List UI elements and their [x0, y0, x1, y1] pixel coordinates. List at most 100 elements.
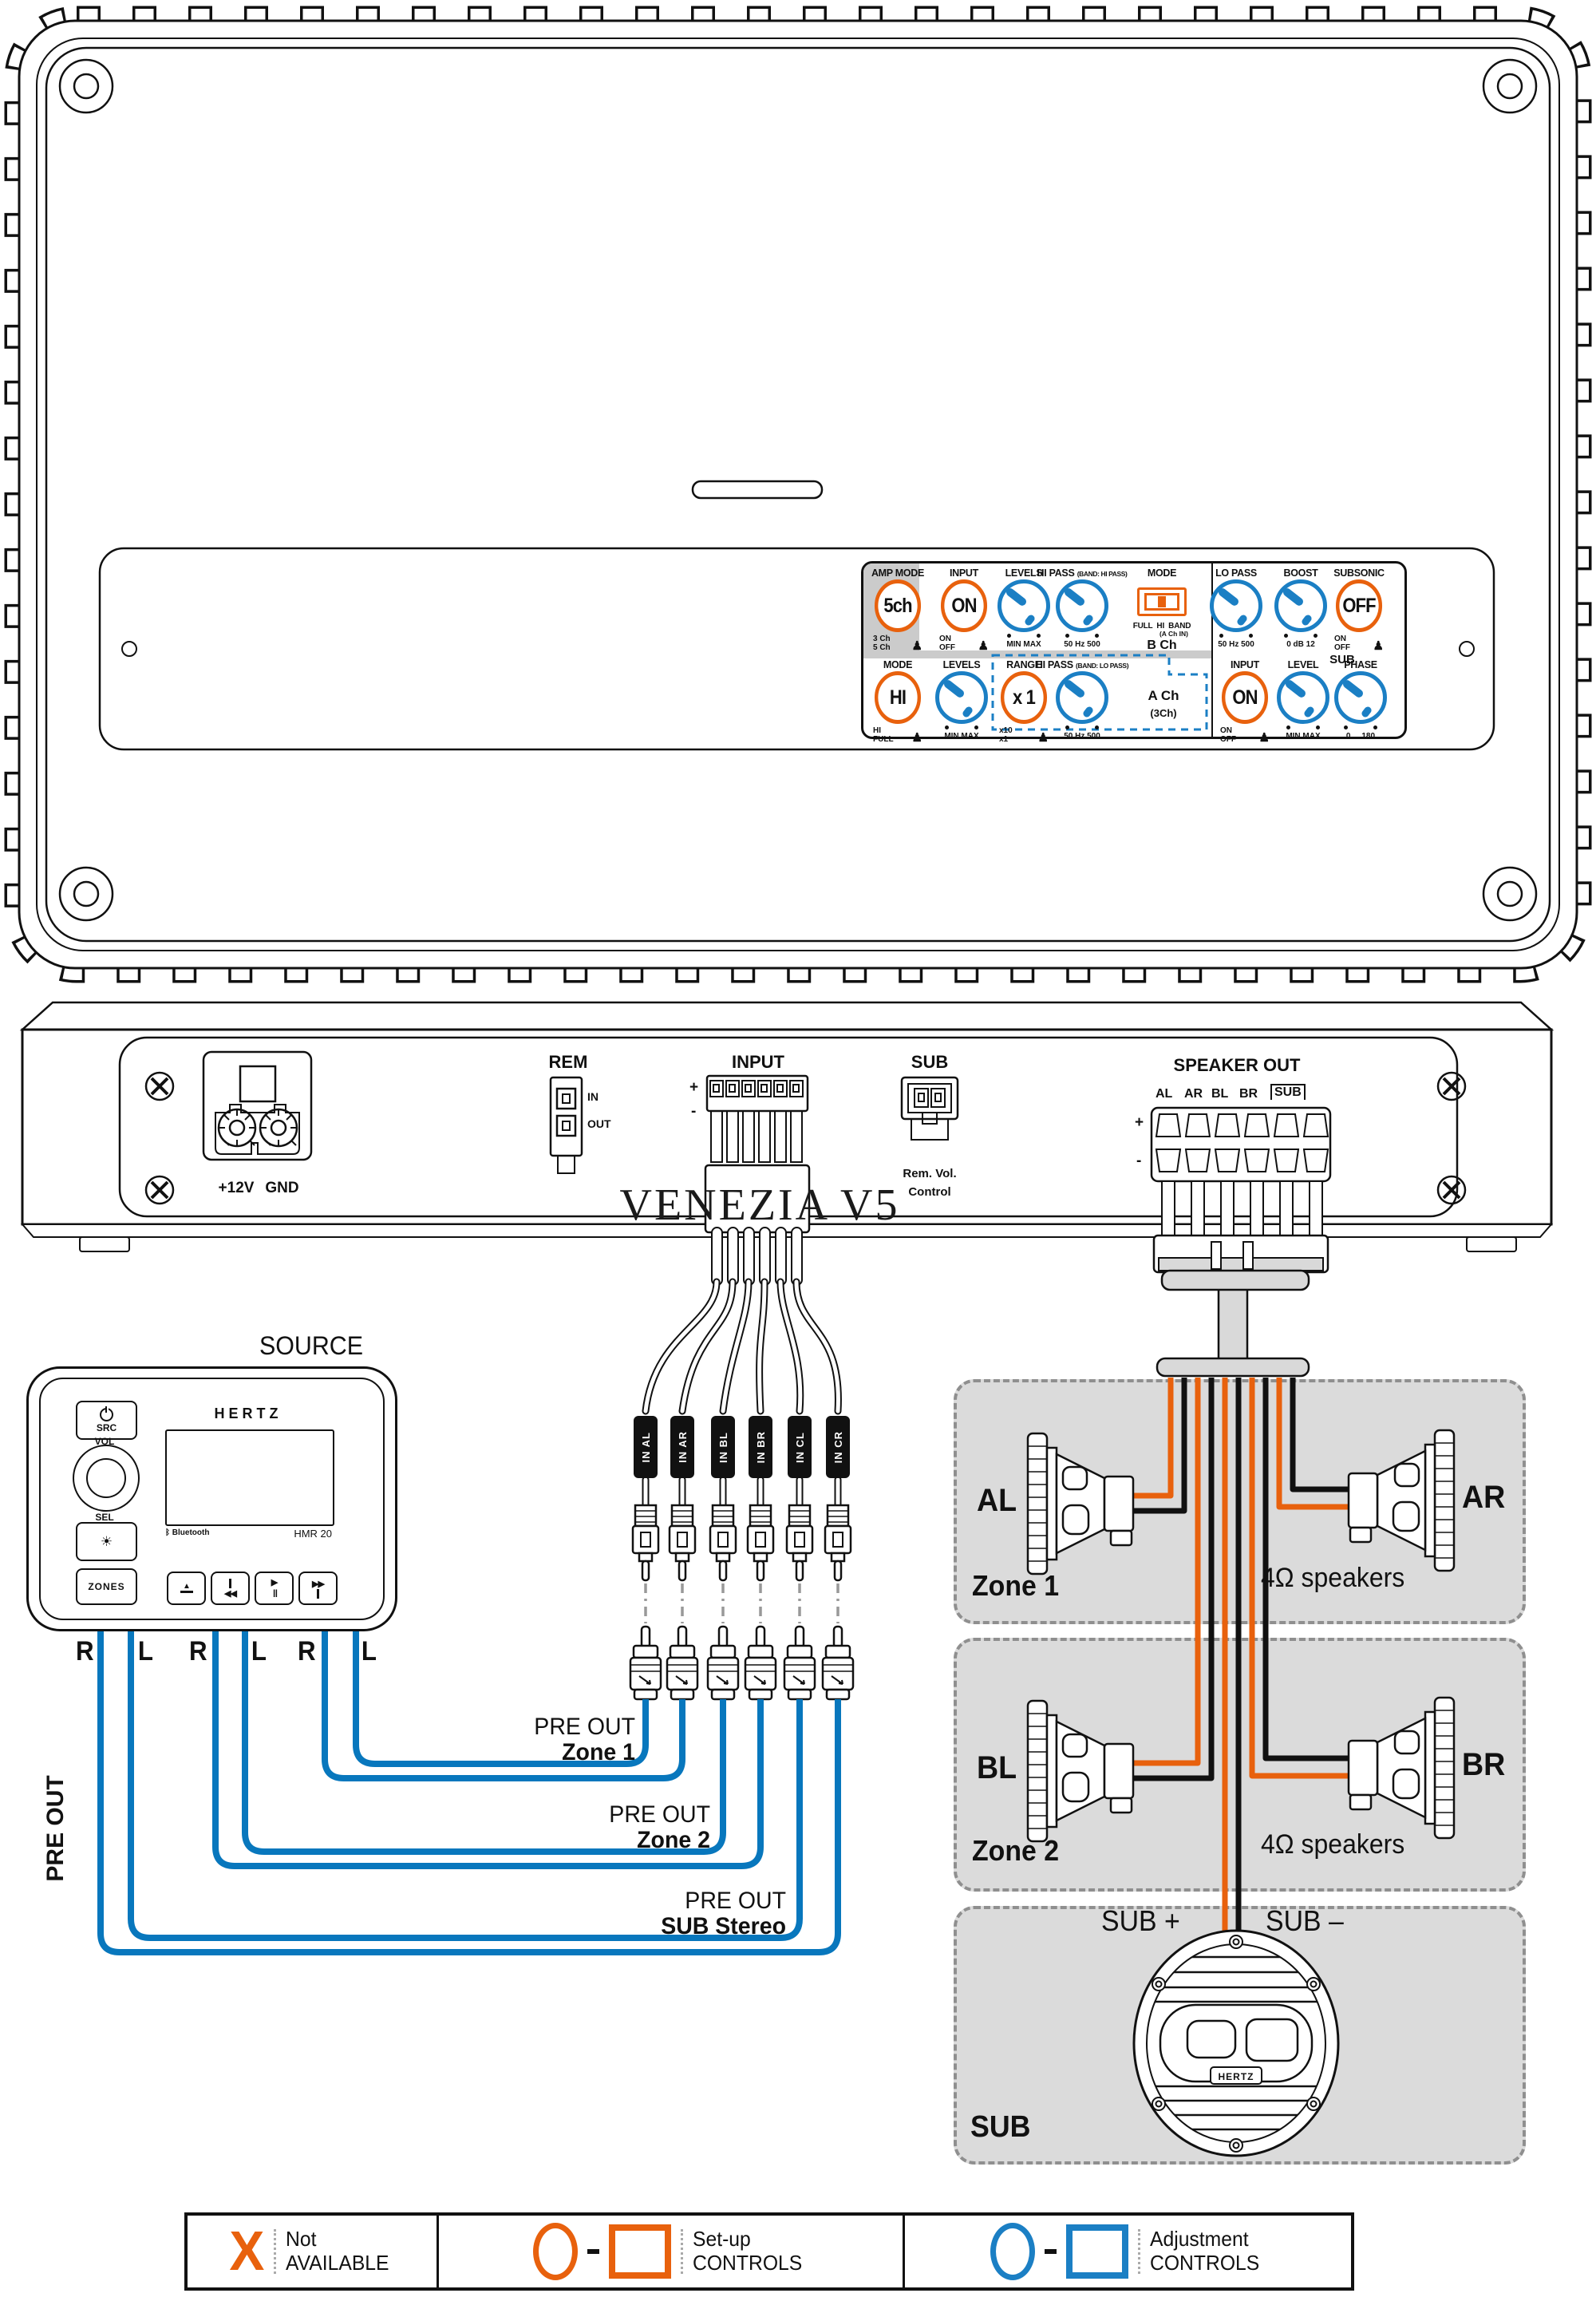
brightness-button: ☀	[76, 1522, 137, 1561]
rem-out-label: OUT	[587, 1117, 611, 1130]
boost-control: BOOST 0 dB 12	[1273, 567, 1329, 649]
br-label: BR	[1462, 1747, 1506, 1782]
level-knob	[1277, 671, 1329, 724]
b-mode-switch: MODE FULL HI BAND (A Ch IN)	[1132, 567, 1191, 639]
screw-holes	[58, 58, 1538, 922]
vol-label: VOL	[94, 1436, 115, 1447]
levels-knob	[998, 579, 1050, 632]
adjustment-circle-icon	[990, 2223, 1036, 2280]
src-button: SRC	[76, 1401, 137, 1440]
pause-icon: ‖	[272, 1587, 279, 1599]
rca-tag-in-al: IN AL	[634, 1416, 658, 1478]
sub-input-switch: ON	[1221, 671, 1269, 724]
play-pause-button: ▶‖	[255, 1572, 294, 1605]
rca-tag-in-ar: IN AR	[670, 1416, 694, 1478]
sub-terminal-label: SUB	[1270, 1084, 1306, 1100]
sub-minus-label: SUB –	[1266, 1904, 1344, 1937]
sun-icon: ☀	[100, 1533, 113, 1549]
lopass-knob	[1210, 579, 1262, 632]
source-title: SOURCE	[259, 1331, 364, 1360]
band-slide-switch	[1137, 587, 1187, 616]
channel-a-label: A Ch(3Ch)	[1148, 688, 1179, 720]
a-hipass-control: HI PASS (BAND: LO PASS) 50 Hz 500	[1035, 659, 1129, 741]
sel-label: SEL	[95, 1512, 114, 1523]
display-screen	[165, 1429, 334, 1526]
push-button-icon: ♟	[1037, 731, 1049, 745]
zone2-name: Zone 2	[972, 1834, 1060, 1867]
phase-control: PHASE 0 180	[1333, 659, 1389, 741]
rca-tag-in-bl: IN BL	[711, 1416, 735, 1478]
source-head-unit: SRC VOL SEL ☀ ZONES HERTZ ᛒ Bluetooth HM…	[26, 1366, 397, 1631]
x-icon: X	[229, 2220, 265, 2283]
rca-tag-in-br: IN BR	[749, 1416, 772, 1478]
range-switch: x 1	[1000, 671, 1048, 724]
sub-level-control: LEVEL MIN MAX	[1275, 659, 1331, 741]
rca-tag-in-cr: IN CR	[826, 1416, 850, 1478]
amp-foot	[79, 1236, 130, 1252]
model-name-text: VENEZIA V5	[620, 1180, 900, 1230]
speaker-out-block	[1150, 1106, 1332, 1274]
rca-female-plugs	[629, 1625, 855, 1701]
brand-logo: HERTZ	[214, 1406, 282, 1421]
boost-knob	[1274, 579, 1327, 632]
zone1-note: 4Ω speakers	[1261, 1563, 1405, 1593]
previous-icon: ◀◀	[224, 1588, 237, 1599]
next-button: ▶▶	[298, 1572, 338, 1605]
rem-connector	[549, 1076, 583, 1174]
al-label: AL	[977, 1483, 1017, 1518]
rem-label: REM	[548, 1052, 588, 1072]
push-button-icon: ♟	[978, 639, 989, 654]
sub-zone-box	[954, 1906, 1526, 2165]
push-button-icon: ♟	[1258, 731, 1270, 745]
hipass-knob	[1056, 579, 1108, 632]
power-icon	[100, 1406, 113, 1421]
setup-square-icon	[609, 2224, 672, 2279]
channel-b-label: B Ch	[1147, 639, 1177, 652]
amp-foot	[1466, 1236, 1517, 1252]
sub-remote-connector	[900, 1076, 959, 1141]
rca-tag-in-cl: IN CL	[788, 1416, 812, 1478]
ar-label: AR	[1462, 1480, 1506, 1515]
eject-button: ▲	[167, 1572, 206, 1605]
subsonic-switch: OFF	[1335, 579, 1383, 632]
a-mode-switch: HI	[874, 671, 922, 724]
phase-knob	[1334, 671, 1387, 724]
lopass-control: LO PASS 50 Hz 500	[1208, 567, 1264, 649]
amp-top-view	[4, 6, 1592, 983]
x-screws	[144, 1071, 1467, 1205]
power-gnd-label: GND	[265, 1180, 299, 1196]
rca-connection-dashes	[644, 1583, 839, 1623]
sub-label: SUB	[911, 1052, 949, 1072]
rca-male-plugs	[631, 1504, 852, 1582]
bluetooth-label: ᛒ Bluetooth	[165, 1528, 210, 1537]
setup-circle-icon	[533, 2223, 579, 2280]
rem-vol-label: Rem. Vol.Control	[903, 1167, 957, 1199]
speaker-harness	[1156, 1269, 1310, 1378]
input-label: INPUT	[732, 1052, 784, 1072]
push-button-icon: ♟	[1373, 639, 1384, 654]
input-connector	[704, 1074, 811, 1234]
power-12v-label: +12V	[218, 1180, 255, 1196]
zones-button: ZONES	[76, 1568, 137, 1605]
levels-knob	[935, 671, 988, 724]
rem-in-label: IN	[587, 1090, 598, 1103]
a-levels-control: LEVELS MIN MAX	[934, 659, 990, 741]
next-icon: ▶▶	[312, 1579, 325, 1589]
bluetooth-icon: ᛒ	[165, 1528, 170, 1537]
b-levels-control: LEVELS MIN MAX	[996, 567, 1052, 649]
volume-knob	[73, 1445, 140, 1512]
